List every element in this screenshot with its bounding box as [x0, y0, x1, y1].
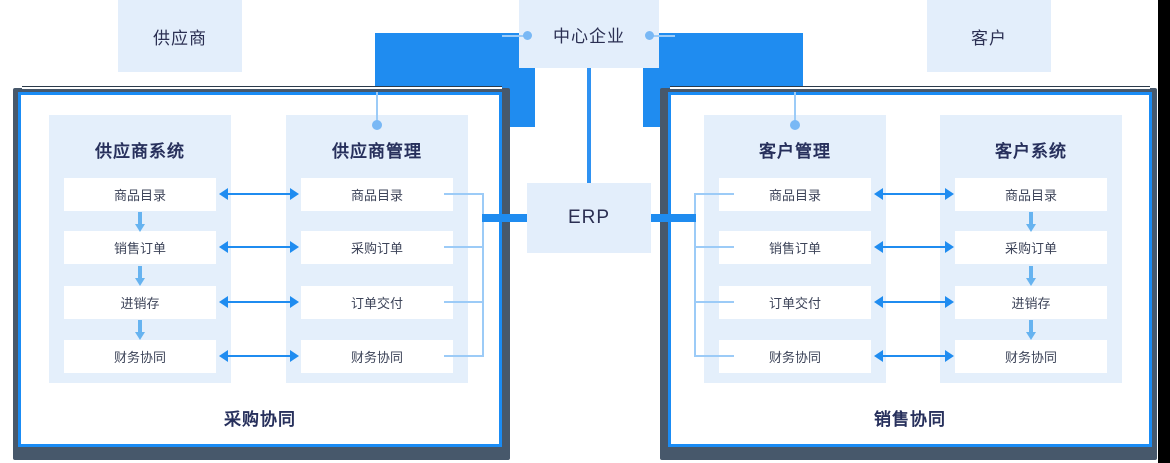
header-supplier[interactable]: 供应商 — [118, 0, 242, 72]
node-supplier-system-2[interactable]: 进销存 — [64, 286, 216, 319]
bracket-right-stub-2 — [694, 301, 734, 303]
bracket-right-stub-3 — [694, 355, 734, 357]
left-panel-top-rule — [22, 86, 502, 89]
center-left-connector-stub — [502, 35, 524, 37]
node-customer-system-2[interactable]: 进销存 — [955, 286, 1107, 319]
column-supplier-system: 供应商系统 商品目录 销售订单 进销存 财务协同 — [49, 115, 231, 383]
header-center-enterprise[interactable]: 中心企业 — [519, 0, 659, 68]
caption-purchase-collaboration: 采购协同 — [224, 410, 296, 429]
column-title-customer-management: 客户管理 — [759, 142, 831, 161]
erp-right-connector-nub — [651, 214, 696, 222]
bidirectional-arrow-icon-right-1 — [874, 241, 954, 253]
bracket-right-stub-0 — [694, 193, 734, 195]
column-customer-management: 客户管理 商品目录 销售订单 订单交付 财务协同 — [704, 115, 886, 383]
node-customer-management-0[interactable]: 商品目录 — [719, 178, 871, 211]
bidirectional-arrow-icon-right-3 — [874, 350, 954, 362]
column-supplier-management: 供应商管理 商品目录 采购订单 订单交付 财务协同 — [286, 115, 468, 383]
center-right-connector-stub — [653, 35, 675, 37]
bracket-left-stub-1 — [444, 246, 484, 248]
column-title-supplier-system: 供应商系统 — [95, 142, 185, 161]
node-customer-management-1[interactable]: 销售订单 — [719, 231, 871, 264]
node-supplier-system-3[interactable]: 财务协同 — [64, 340, 216, 373]
node-supplier-system-1[interactable]: 销售订单 — [64, 231, 216, 264]
column-title-customer-system: 客户系统 — [995, 142, 1067, 161]
bracket-left-stub-3 — [444, 355, 484, 357]
node-customer-management-3[interactable]: 财务协同 — [719, 340, 871, 373]
bidirectional-arrow-icon-right-0 — [874, 188, 954, 200]
bracket-left-stub-2 — [444, 301, 484, 303]
node-customer-system-0[interactable]: 商品目录 — [955, 178, 1107, 211]
bidirectional-arrow-icon-left-0 — [219, 188, 299, 200]
bidirectional-arrow-icon-left-2 — [219, 296, 299, 308]
node-supplier-management-0[interactable]: 商品目录 — [301, 178, 453, 211]
bracket-left-spine — [482, 193, 484, 357]
center-to-erp-connector — [587, 66, 591, 186]
node-supplier-management-3[interactable]: 财务协同 — [301, 340, 453, 373]
right-panel-top-rule — [670, 86, 1150, 89]
center-left-dot-icon — [523, 31, 532, 40]
header-customer[interactable]: 客户 — [927, 0, 1051, 72]
bracket-right-stub-1 — [694, 246, 734, 248]
node-customer-system-1[interactable]: 采购订单 — [955, 231, 1107, 264]
column-customer-system: 客户系统 商品目录 采购订单 进销存 财务协同 — [940, 115, 1122, 383]
bidirectional-arrow-icon-left-1 — [219, 241, 299, 253]
node-customer-system-3[interactable]: 财务协同 — [955, 340, 1107, 373]
node-supplier-system-0[interactable]: 商品目录 — [64, 178, 216, 211]
column-title-supplier-management: 供应商管理 — [332, 142, 422, 161]
node-supplier-management-1[interactable]: 采购订单 — [301, 231, 453, 264]
node-customer-management-2[interactable]: 订单交付 — [719, 286, 871, 319]
caption-sales-collaboration: 销售协同 — [874, 410, 946, 429]
node-supplier-management-2[interactable]: 订单交付 — [301, 286, 453, 319]
bidirectional-arrow-icon-right-2 — [874, 296, 954, 308]
erp-left-connector-nub — [482, 214, 527, 222]
bidirectional-arrow-icon-left-3 — [219, 350, 299, 362]
bracket-left-stub-0 — [444, 193, 484, 195]
erp-core-box[interactable]: ERP — [527, 183, 651, 253]
center-right-dot-icon — [645, 31, 654, 40]
bracket-right-spine — [694, 193, 696, 357]
